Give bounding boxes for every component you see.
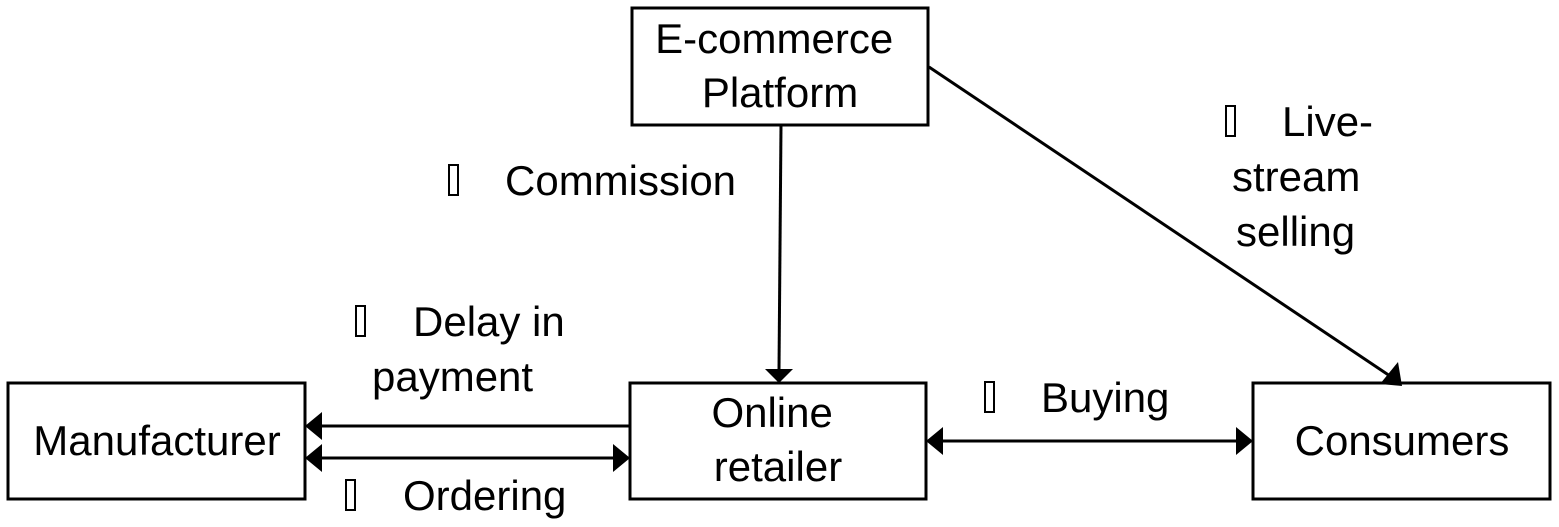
buying-label: Buying [1041, 374, 1169, 421]
commission-marker-icon [448, 164, 459, 196]
livestream-arrowhead [1380, 362, 1402, 386]
svg-text:E-commerce Platform: E-commerce Platform [655, 15, 905, 116]
svg-text:Commission: Commission [505, 157, 736, 204]
platform-box [630, 6, 930, 127]
ordering-marker-icon [345, 479, 356, 511]
buying-arrowhead-left [926, 427, 943, 455]
ordering-arrowhead-left [305, 444, 322, 472]
delay-label-line2: payment [372, 353, 533, 400]
commission-arrowhead [765, 369, 793, 383]
buying-marker-icon [984, 381, 995, 413]
livestream-arrow-line [928, 65, 1391, 378]
ordering-label: Ordering [403, 472, 566, 519]
retailer-label-line2: retailer [714, 443, 842, 490]
manufacturer-label: Manufacturer [33, 417, 280, 464]
platform-label-line1: E-commerce [655, 15, 893, 62]
svg-text:Live- stream selling: Live- stream selling [1232, 98, 1385, 255]
livestream-label-line2: stream [1232, 153, 1360, 200]
delay-label-line1: Delay in [413, 298, 565, 345]
livestream-label-line1: Live- [1282, 98, 1373, 145]
livestream-label-line3: selling [1236, 208, 1355, 255]
svg-text:Delay in payment: Delay in payment [372, 298, 576, 400]
livestream-marker-icon [1225, 105, 1236, 137]
delay-arrowhead [305, 412, 322, 440]
svg-text:Consumers: Consumers [1295, 417, 1510, 464]
ordering-arrowhead-right [613, 444, 630, 472]
consumers-label: Consumers [1295, 417, 1510, 464]
buying-arrowhead-right [1236, 427, 1253, 455]
retailer-label-line1: Online [711, 389, 832, 436]
svg-text:Manufacturer: Manufacturer [33, 417, 280, 464]
delay-marker-icon [355, 305, 366, 337]
commission-arrow-line [777, 124, 783, 371]
svg-text:Buying: Buying [1041, 374, 1169, 421]
commission-label: Commission [505, 157, 736, 204]
manufacturer-box [6, 381, 307, 501]
svg-text:Ordering: Ordering [403, 472, 566, 519]
platform-label-line2: Platform [702, 69, 858, 116]
svg-text:Online retailer: Online retailer [711, 389, 844, 490]
